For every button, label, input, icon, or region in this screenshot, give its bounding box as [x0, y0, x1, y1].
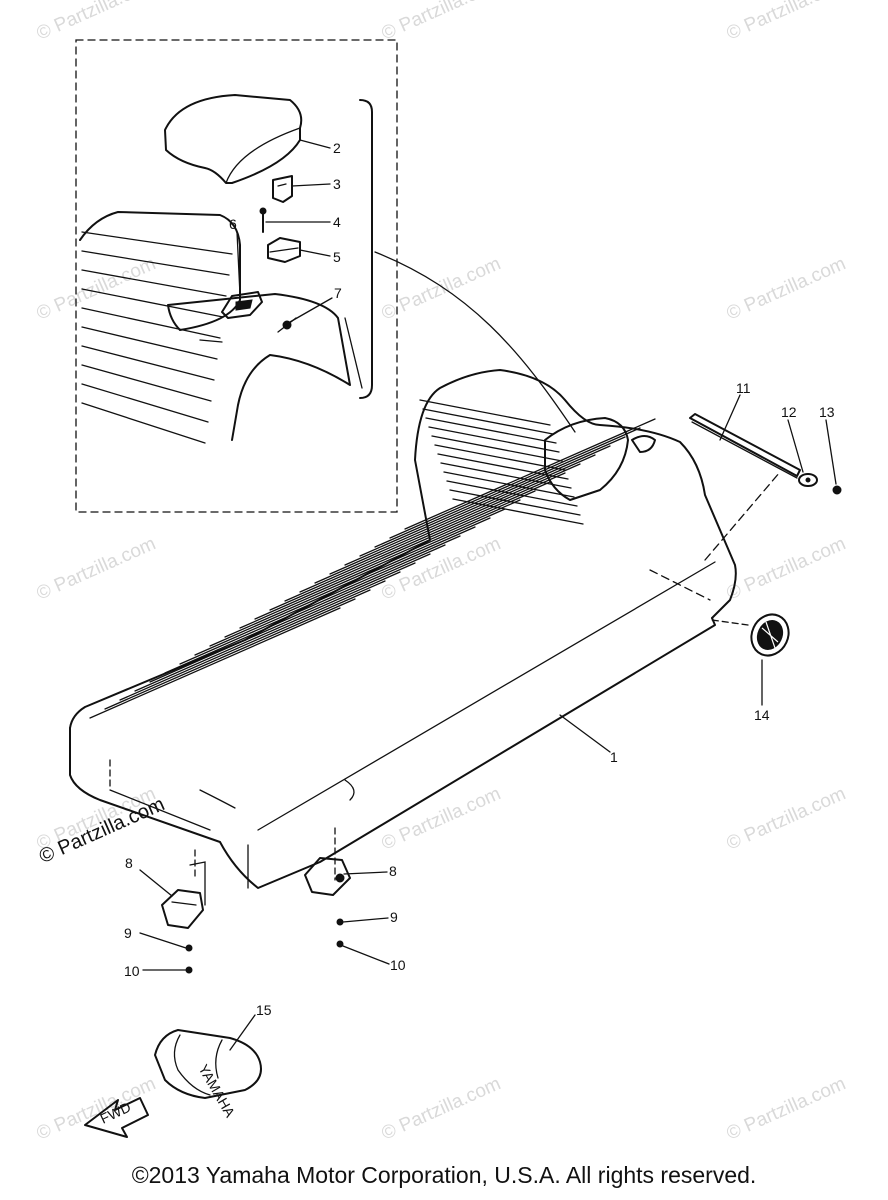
- callout-9-right: 9: [390, 909, 398, 925]
- seat-rib-line: [419, 399, 551, 426]
- seat-rib-line: [119, 589, 371, 701]
- seat-rib-line: [104, 598, 356, 710]
- seat-rib-line: [81, 364, 212, 402]
- callout-2: 2: [333, 140, 341, 156]
- seat-rib-line: [431, 435, 563, 462]
- watermark-text: © Partzilla.com: [378, 1073, 504, 1144]
- seat-rib-line: [134, 580, 386, 692]
- inset-seat-section: [79, 211, 363, 444]
- copyright-notice: ©2013 Yamaha Motor Corporation, U.S.A. A…: [131, 1162, 757, 1188]
- seat-rib-line: [440, 462, 572, 489]
- seat-rib-line: [284, 490, 536, 602]
- watermark-layer: © Partzilla.com © Partzilla.com © Partzill…: [33, 0, 849, 1145]
- tool-bag-part: YAMAHA: [154, 1029, 262, 1121]
- callout-9-left: 9: [124, 925, 132, 941]
- seat-rib-line: [81, 383, 209, 423]
- seat-rib-line: [449, 489, 581, 516]
- seat-rib-line: [254, 508, 506, 620]
- callout-1: 1: [610, 749, 618, 765]
- inset-leader-line: [374, 251, 576, 433]
- watermark-text: © Partzilla.com: [723, 533, 849, 604]
- callout-4: 4: [333, 214, 341, 230]
- inset-bracket: [359, 99, 373, 399]
- inset-detail: [75, 39, 576, 513]
- seat-rib-line: [81, 402, 206, 444]
- watermark-text: © Partzilla.com: [33, 1073, 159, 1144]
- watermark-text: © Partzilla.com: [378, 783, 504, 854]
- seat-rib-line: [269, 499, 521, 611]
- callout-3: 3: [333, 176, 341, 192]
- seat-rib-line: [239, 517, 491, 629]
- seat-rib-line: [443, 471, 575, 498]
- seat-rib-line: [194, 544, 446, 656]
- watermark-text: © Partzilla.com: [33, 533, 159, 604]
- seat-rib-line: [422, 408, 554, 435]
- seat-rib-line: [425, 417, 557, 444]
- seat-rib-line: [437, 453, 569, 480]
- seat-rib-line: [344, 454, 596, 566]
- seat-rib-line: [374, 436, 626, 548]
- seat-rib-line: [359, 445, 611, 557]
- callout-10-right: 10: [390, 957, 406, 973]
- seat-rib-line: [314, 472, 566, 584]
- seat-rib-line: [149, 571, 401, 683]
- callout-13: 13: [819, 404, 835, 420]
- cushion-pad-part: [164, 94, 303, 184]
- callout-labels: 1 2 3 4 5 6 7 8 9 10 11 12 13 14 15 8 9 …: [124, 140, 835, 1018]
- hinge-right-part: [304, 857, 351, 948]
- watermark-text: © Partzilla.com: [33, 253, 159, 324]
- seat-rib-line: [179, 553, 431, 665]
- watermark-text: © Partzilla.com: [33, 0, 159, 45]
- mount-bracket-part: [267, 237, 301, 263]
- callout-11: 11: [736, 380, 751, 396]
- seat-rib-line: [81, 250, 230, 276]
- watermark-text: © Partzilla.com: [723, 0, 849, 45]
- emblem-part: [750, 613, 790, 657]
- seat-rib-line: [452, 498, 584, 525]
- callout-10-left: 10: [124, 963, 140, 979]
- seat-rib-line: [446, 480, 578, 507]
- seat-rib-line: [428, 426, 560, 453]
- hinge-left-part: [161, 861, 206, 974]
- small-screw-part: [259, 207, 267, 233]
- seat-rib-line: [89, 607, 341, 719]
- callout-8-left: 8: [125, 855, 133, 871]
- seat-rib-line: [81, 345, 215, 381]
- seat-assembly-part: [69, 369, 781, 889]
- seat-rib-line: [209, 535, 461, 647]
- seat-rib-line: [164, 562, 416, 674]
- seat-rib-line: [299, 481, 551, 593]
- seat-rib-line: [389, 427, 641, 539]
- decal-text: YAMAHA: [195, 1062, 238, 1121]
- callout-15: 15: [256, 1002, 272, 1018]
- callout-8-right: 8: [389, 863, 397, 879]
- seat-rib-line: [81, 326, 218, 360]
- seat-rib-line: [81, 231, 233, 255]
- inset-dashed-frame: [75, 39, 398, 513]
- watermark-text: © Partzilla.com: [378, 0, 504, 45]
- callout-6: 6: [229, 216, 237, 232]
- seat-rib-line: [434, 444, 566, 471]
- seat-rib-line: [224, 526, 476, 638]
- clip-part: [272, 175, 293, 203]
- seat-rod-part: [689, 413, 842, 495]
- seat-rib-line: [81, 307, 221, 339]
- watermark-text: © Partzilla.com: [723, 253, 849, 324]
- callout-5: 5: [333, 249, 341, 265]
- seat-rib-line: [81, 269, 227, 297]
- watermark-text: © Partzilla.com: [723, 783, 849, 854]
- callout-14: 14: [754, 707, 770, 723]
- callout-7: 7: [334, 285, 342, 301]
- callout-12: 12: [781, 404, 797, 420]
- seat-rib-line: [404, 418, 656, 530]
- seat-rib-line: [81, 288, 224, 318]
- leader-lines: [139, 139, 837, 1051]
- watermark-text: © Partzilla.com: [723, 1073, 849, 1144]
